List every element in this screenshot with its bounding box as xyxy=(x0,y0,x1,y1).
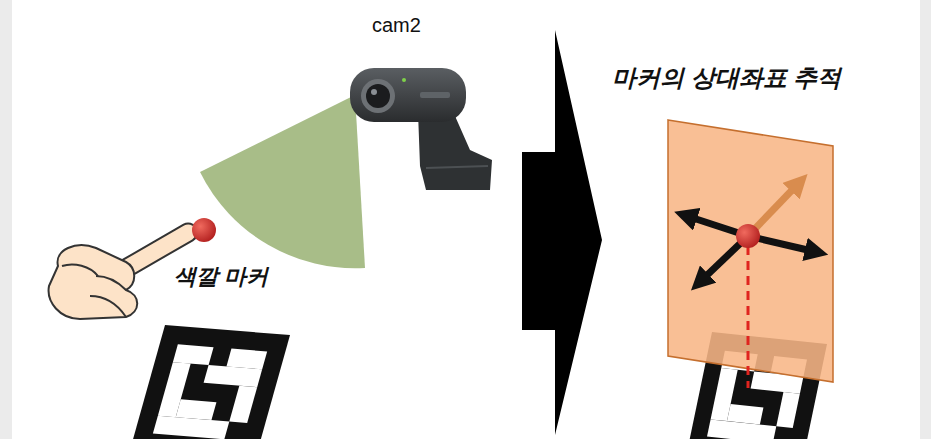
text-label: 색깔 마커 xyxy=(174,262,268,292)
projection-line xyxy=(747,246,750,388)
tracking-plane xyxy=(668,120,833,382)
color-marker-dot xyxy=(192,218,216,242)
canvas-background xyxy=(12,0,920,439)
aruco-marker xyxy=(130,325,290,439)
webcam xyxy=(350,68,492,190)
text-label: 마커의 상대좌표 추적 xyxy=(612,62,841,94)
text-label: cam2 xyxy=(372,14,421,37)
transition-arrow xyxy=(522,30,602,435)
color-marker-dot xyxy=(736,224,760,248)
field-of-view xyxy=(200,95,365,268)
